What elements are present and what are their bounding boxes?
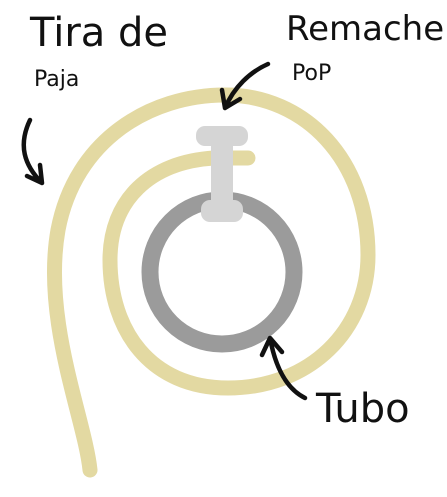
- label-strip-line1: Tira de: [29, 10, 168, 56]
- rivet-tail: [201, 200, 243, 222]
- pop-rivet: [196, 126, 248, 222]
- label-rivet-line1: Remache: [286, 9, 444, 49]
- label-tube: Tubo: [315, 386, 410, 432]
- straw-arrow: [24, 120, 42, 183]
- label-strip-line2: Paja: [34, 67, 79, 92]
- rivet-shank: [211, 140, 233, 202]
- label-rivet-line2: PoP: [292, 61, 331, 86]
